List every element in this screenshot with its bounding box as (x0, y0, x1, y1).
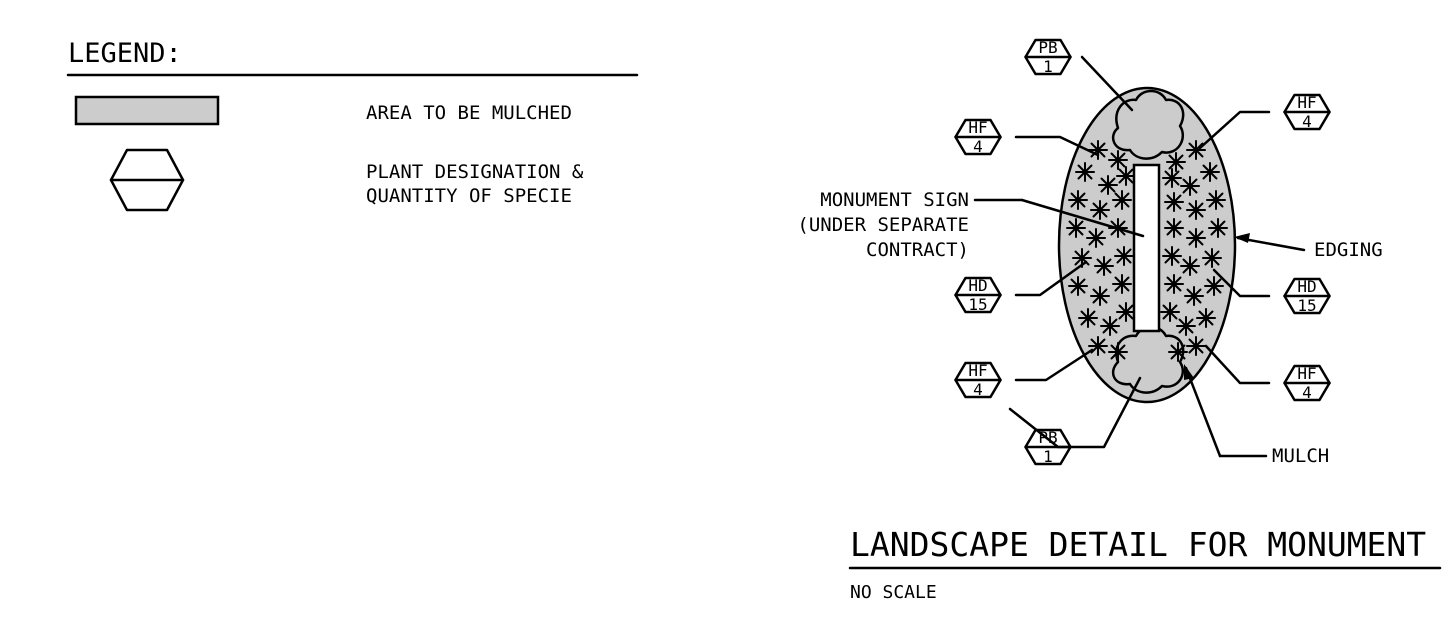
plant-quantity: 15 (1297, 296, 1316, 315)
plant-quantity: 4 (1302, 112, 1312, 131)
plant-quantity: 1 (1043, 447, 1053, 466)
plant-code: HF (1297, 93, 1316, 112)
detail-subtitle: NO SCALE (850, 582, 937, 603)
monument-sign (1132, 163, 1161, 333)
detail-title: LANDSCAPE DETAIL FOR MONUMENT (850, 525, 1426, 564)
plant-tag-hf: HF4 (954, 361, 1002, 399)
plant-quantity: 4 (1302, 383, 1312, 402)
shrub-bottom (1111, 325, 1185, 394)
plant-legend-label-line1: PLANT DESIGNATION & (366, 161, 584, 183)
sign-label-line2: (UNDER SEPARATE (797, 214, 969, 236)
plant-quantity: 4 (973, 380, 983, 399)
plant-quantity: 1 (1043, 57, 1053, 76)
plant-code: HF (968, 118, 987, 137)
plant-hexagon-symbol (109, 148, 185, 212)
mulch-bed (1057, 86, 1237, 404)
mulch-legend-label: AREA TO BE MULCHED (366, 102, 572, 124)
legend-title: LEGEND: (68, 38, 182, 69)
plant-code: HF (968, 361, 987, 380)
sign-label-line1: MONUMENT SIGN (820, 189, 969, 211)
plant-code: PB (1038, 38, 1057, 57)
plant-tag-hf: HF4 (1283, 93, 1331, 131)
plant-code: HD (1297, 277, 1316, 296)
mulch-detail-label: MULCH (1272, 445, 1329, 467)
plant-tag-hf: HF4 (954, 118, 1002, 156)
edging-callout: EDGING (1234, 233, 1383, 261)
plant-code: HD (968, 276, 987, 295)
plant-code: HF (1297, 364, 1316, 383)
mulch-swatch (74, 95, 220, 126)
plant-tag-pb: PB1 (1024, 38, 1072, 76)
shrub-top (1111, 89, 1185, 160)
monument-sign-callout: MONUMENT SIGN (UNDER SEPARATE CONTRACT) (797, 189, 1145, 261)
legend: LEGEND: AREA TO BE MULCHED PLANT DESIGNA… (66, 38, 639, 212)
plant-quantity: 15 (968, 295, 987, 314)
sign-label-line3: CONTRACT) (866, 239, 969, 261)
plant-tag-hf: HF4 (1283, 364, 1331, 402)
plant-quantity: 4 (973, 137, 983, 156)
edging-label: EDGING (1314, 239, 1383, 261)
mulch-callout: MULCH (1184, 364, 1329, 467)
leader-lines (1008, 55, 1271, 449)
detail-title-block: LANDSCAPE DETAIL FOR MONUMENT NO SCALE (848, 525, 1442, 603)
plant-legend-label-line2: QUANTITY OF SPECIE (366, 185, 572, 207)
